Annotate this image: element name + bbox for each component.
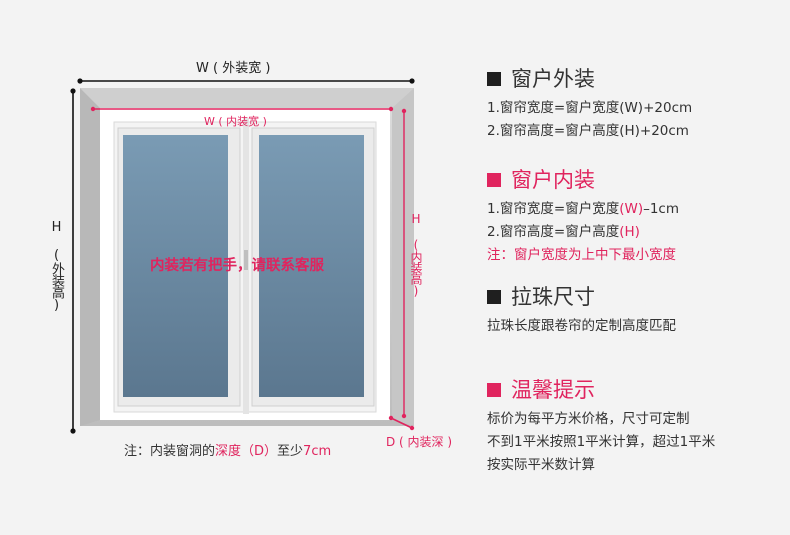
outer-width-label: W ( 外装宽 ) [196,61,271,76]
inner-width-label: W ( 内装宽 ) [204,115,267,128]
window-diagram: W ( 外装宽 ) W ( 内装宽 ) H (外装高) H (内装高) D ( … [49,61,453,459]
formula-text: 1.窗帘宽度=窗户宽度 [487,201,620,217]
caption-value: 7cm [303,444,332,459]
section-outside-mount: 窗户外装 1.窗帘宽度=窗户宽度(W)+20cm 2.窗帘高度=窗户高度(H)+… [487,66,692,143]
section-tips: 温馨提示 标价为每平方米价格，尺寸可定制 不到1平米按照1平米计算，超过1平米 … [487,377,715,477]
caption-middle: 至少 [277,444,304,459]
square-bullet-icon [487,290,501,304]
depth-dimension [388,415,415,431]
section-bead-size: 拉珠尺寸 拉珠长度跟卷帘的定制高度匹配 [487,284,676,338]
section-inside-mount: 窗户内装 1.窗帘宽度=窗户宽度(W)–1cm 2.窗帘高度=窗户高度(H) 注… [487,167,679,267]
tip-line: 不到1平米按照1平米计算，超过1平米 [487,434,716,450]
tip-line: 按实际平米数计算 [487,457,595,473]
outer-height-dimension [70,88,76,434]
caption-prefix: 注：内装窗洞的 [124,444,216,459]
inside-width-note: 注：窗户宽度为上中下最小宽度 [487,247,676,263]
square-bullet-icon [487,173,501,187]
section-title: 拉珠尺寸 [511,285,595,309]
inner-width-dimension [90,106,394,112]
outer-width-dimension [77,78,415,84]
section-title: 温馨提示 [511,378,595,402]
section-title: 窗户外装 [511,67,595,91]
window-handle [244,250,248,270]
formula-variable: (H) [619,224,640,240]
depth-caption: 注：内装窗洞的深度（D）至少7cm [124,440,331,459]
inner-height-dimension [401,108,407,419]
inside-height-formula: 2.窗帘高度=窗户高度(H) [487,221,679,244]
left-glass-pane [123,135,228,397]
inside-width-formula: 1.窗帘宽度=窗户宽度(W)–1cm [487,198,679,221]
outside-height-formula: 2.窗帘高度=窗户高度(H)+20cm [487,123,689,139]
section-title: 窗户内装 [511,168,595,192]
bead-length-note: 拉珠长度跟卷帘的定制高度匹配 [487,318,676,334]
formula-suffix: –1cm [643,201,680,217]
caption-depth-term: 深度（D） [215,444,278,459]
outside-width-formula: 1.窗帘宽度=窗户宽度(W)+20cm [487,100,693,116]
handle-notice: 内装若有把手，请联系客服 [150,258,324,274]
square-bullet-icon [487,383,501,397]
window-illustration [70,78,415,434]
right-glass-pane [259,135,364,397]
inner-height-label: H (内装高) [409,212,423,297]
square-bullet-icon [487,72,501,86]
formula-text: 2.窗帘高度=窗户高度 [487,224,620,240]
depth-label: D ( 内装深 ) [386,435,453,449]
formula-variable: (W) [619,201,644,217]
outer-height-label: H (外装高) [49,220,64,312]
tip-line: 标价为每平方米价格，尺寸可定制 [487,411,690,427]
